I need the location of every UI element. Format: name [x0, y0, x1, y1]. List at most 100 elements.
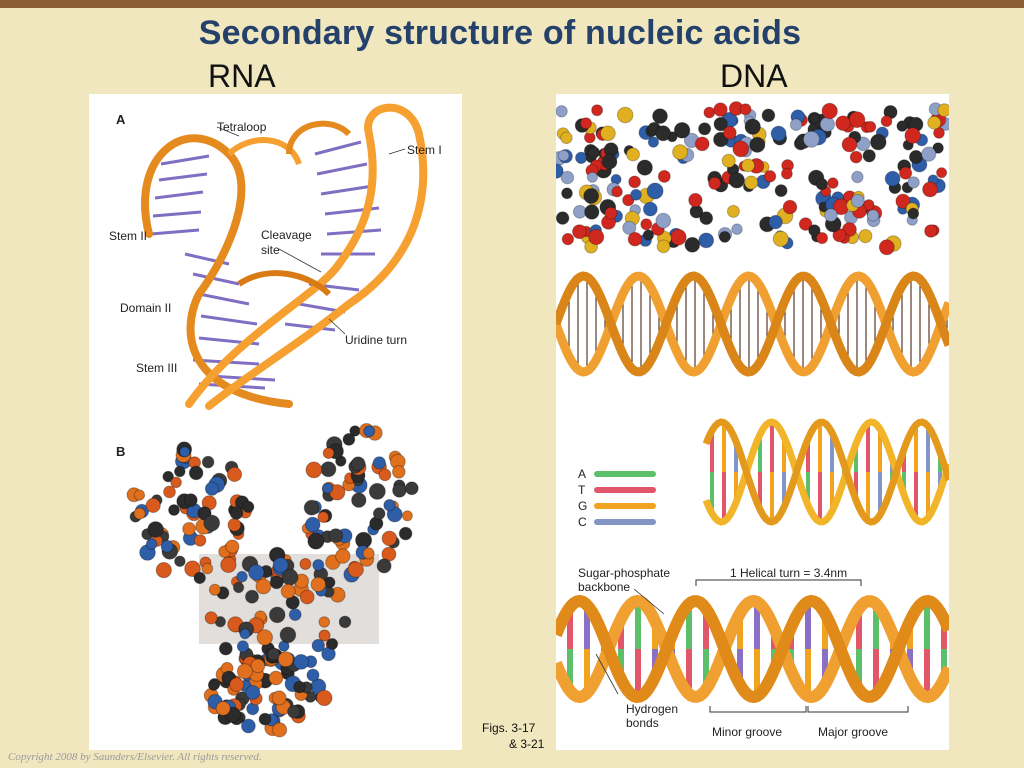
label-cleavage-line2: site [261, 243, 280, 257]
rna-atom [351, 492, 367, 508]
dna-atom [718, 230, 731, 243]
dna-atom [591, 104, 604, 117]
label-major-groove: Major groove [818, 725, 889, 739]
rna-atom [328, 528, 344, 544]
dna-atom [722, 125, 737, 140]
dna-atom [647, 136, 660, 148]
dna-atom [878, 239, 895, 256]
dna-atom [684, 236, 701, 253]
dna-heading: DNA [720, 58, 788, 94]
dna-atom [895, 193, 911, 209]
rna-atom [293, 654, 310, 670]
rna-atom [376, 558, 392, 574]
dna-space-filling-row [556, 101, 949, 256]
rna-atom [342, 433, 356, 446]
rna-atom [155, 562, 172, 579]
rna-part-a-label: A [116, 112, 126, 127]
rna-atom [183, 493, 198, 508]
dna-atom [655, 125, 672, 142]
dna-atom [580, 117, 592, 130]
label-stem-iii: Stem III [136, 361, 178, 375]
rna-atom [392, 465, 406, 479]
legend-swatch-g [594, 503, 656, 509]
dna-figure-artwork [556, 101, 949, 713]
dna-atom [798, 217, 813, 231]
dna-atom [604, 206, 618, 220]
rna-heading: RNA [208, 58, 276, 94]
dna-atom [908, 149, 924, 165]
slide-title: Secondary structure of nucleic acids [198, 14, 802, 52]
rna-atom [280, 583, 296, 599]
rna-atom [188, 465, 204, 481]
rna-atom [174, 465, 186, 478]
rna-atom [318, 616, 331, 628]
rna-atom [398, 526, 413, 541]
rna-atom [160, 539, 174, 553]
dna-atom [726, 204, 740, 218]
rna-atom [184, 560, 201, 578]
legend-letter-c: C [578, 515, 587, 529]
rna-atom [232, 581, 245, 594]
legend-letter-t: T [578, 483, 586, 497]
rna-atom [306, 668, 320, 682]
rna-atom [170, 476, 182, 489]
rna-atom [381, 530, 398, 547]
figure-caption-line1: Figs. 3-17 [482, 721, 536, 735]
dna-atom [721, 153, 736, 168]
label-hydrogen-line1: Hydrogen [626, 702, 679, 716]
rna-atom [316, 689, 333, 707]
dna-atom [802, 130, 820, 148]
rna-atom [207, 679, 220, 691]
dna-atom [907, 176, 920, 189]
dna-atom [652, 108, 668, 125]
dna-atom [850, 193, 865, 208]
dna-atom [586, 171, 599, 183]
dna-atom [611, 185, 623, 198]
dna-schematic-row [556, 579, 949, 713]
dna-atom [673, 122, 691, 139]
rna-atom [229, 506, 244, 520]
rna-atom [322, 482, 334, 494]
rna-atom [255, 578, 272, 595]
dna-atom [626, 147, 640, 162]
label-cleavage-line1: Cleavage [261, 228, 312, 242]
dna-atom [744, 175, 759, 190]
rna-atom [347, 561, 364, 578]
rna-atom [320, 461, 337, 478]
label-uridine-turn: Uridine turn [345, 333, 408, 347]
dna-atom [864, 120, 877, 133]
rna-atom [350, 456, 366, 472]
dna-atom [601, 153, 618, 170]
rna-atom [268, 670, 284, 686]
dna-atom [827, 177, 839, 189]
dna-atom [556, 163, 564, 179]
rna-atom [288, 608, 302, 621]
dna-atom [849, 150, 863, 164]
rna-atom [404, 481, 419, 496]
rna-atom [193, 534, 207, 547]
rna-atom [392, 483, 407, 498]
rna-atom [318, 629, 331, 642]
rna-ribbon-a [141, 103, 428, 410]
dna-atom [560, 131, 573, 145]
rna-atom [145, 497, 161, 513]
dna-atom [858, 229, 873, 244]
dna-atom [698, 232, 715, 249]
legend-swatch-t [594, 487, 656, 493]
dna-atom [815, 232, 829, 245]
copyright-notice: Copyright 2008 by Saunders/Elsevier. All… [8, 751, 262, 763]
legend-swatch-c [594, 519, 656, 525]
rna-atom [250, 658, 266, 674]
rna-atom [236, 570, 248, 583]
rna-atom [220, 556, 237, 573]
dna-atom [789, 118, 803, 132]
dna-atom [770, 125, 787, 142]
rna-figure-panel: A Tetraloop Stem I Stem II Cleavage site… [89, 94, 462, 750]
dna-atom [835, 115, 851, 132]
rna-atom [201, 562, 214, 575]
dna-atom [808, 224, 821, 237]
rna-atom [236, 663, 253, 680]
dna-atom [848, 111, 866, 129]
figure-caption-line2: & 3-21 [509, 737, 545, 751]
rna-atom [311, 638, 326, 653]
